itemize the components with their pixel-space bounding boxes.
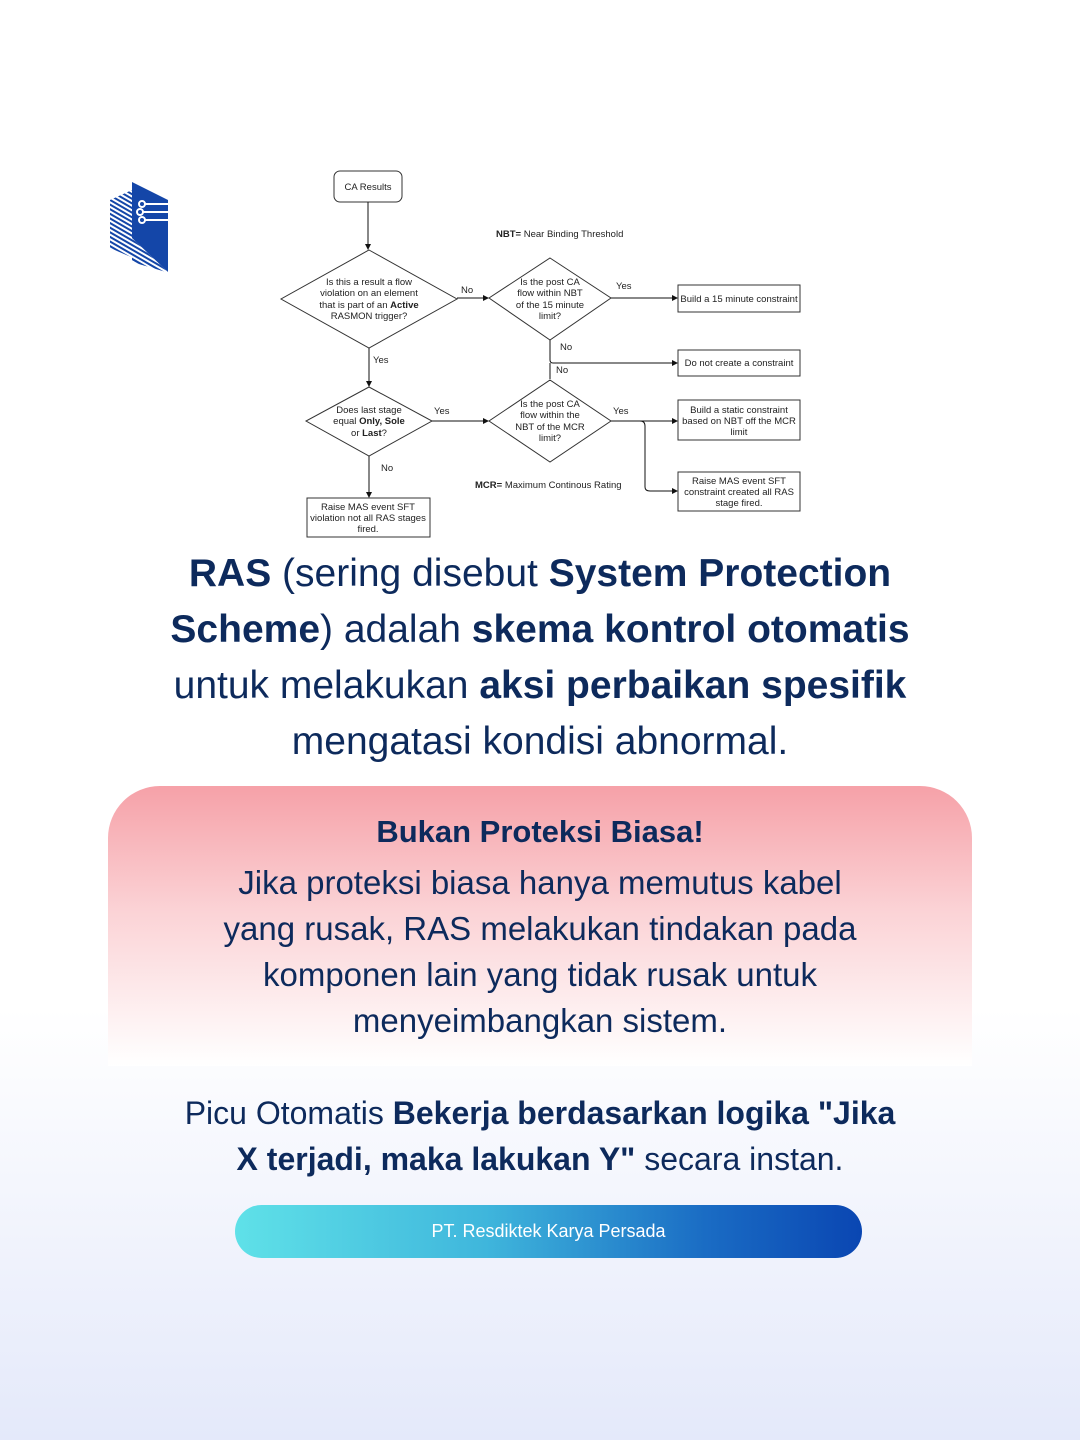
svg-text:limit: limit: [731, 427, 748, 438]
svg-text:RASMON trigger?: RASMON trigger?: [331, 311, 408, 322]
decision-rasmon: [279, 249, 459, 349]
ras-flowchart: CA Results NBT= Near Binding Threshold M…: [279, 170, 801, 538]
svg-text:or Last?: or Last?: [351, 428, 387, 439]
text-segment: (sering disebut: [271, 552, 549, 595]
connectors: [365, 202, 678, 498]
callout-body: Jika proteksi biasa hanya memutus kabel …: [0, 860, 1080, 1044]
svg-text:Is this a result a flow: Is this a result a flow: [326, 277, 412, 288]
svg-text:of the 15 minute: of the 15 minute: [516, 300, 584, 311]
callout-line: Jika proteksi biasa hanya memutus kabel: [238, 864, 842, 901]
bold-segment: X terjadi, maka lakukan Y": [236, 1141, 636, 1177]
svg-text:violation on an element: violation on an element: [320, 288, 418, 299]
svg-text:No: No: [381, 463, 393, 474]
svg-text:Yes: Yes: [613, 406, 629, 417]
svg-text:limit?: limit?: [539, 311, 561, 322]
svg-text:Yes: Yes: [373, 355, 389, 366]
svg-text:violation not all RAS stages: violation not all RAS stages: [310, 513, 426, 524]
svg-text:that is part of an Active: that is part of an Active: [319, 300, 418, 311]
text-segment: mengatasi kondisi abnormal.: [291, 720, 789, 763]
mcr-note: MCR= Maximum Continous Rating: [475, 480, 622, 491]
text-line: Picu Otomatis Bekerja berdasarkan logika…: [0, 1090, 1080, 1136]
box-raise-all: [677, 471, 801, 512]
box-15min-text: Build a 15 minute constraint: [680, 294, 798, 305]
svg-text:No: No: [461, 285, 473, 296]
start-label: CA Results: [345, 182, 392, 193]
svg-text:Yes: Yes: [616, 281, 632, 292]
svg-text:Is the post CA: Is the post CA: [520, 277, 580, 288]
svg-text:No: No: [560, 342, 572, 353]
bold-segment: RAS: [188, 552, 272, 595]
callout-line: menyeimbangkan sistem.: [352, 1002, 728, 1039]
svg-text:equal Only, Sole: equal Only, Sole: [333, 416, 405, 427]
box-no-constraint: [677, 349, 801, 377]
text-line: mengatasi kondisi abnormal.: [0, 714, 1080, 770]
text-segment: Picu Otomatis: [184, 1095, 393, 1131]
text-line: X terjadi, maka lakukan Y" secara instan…: [0, 1136, 1080, 1182]
svg-text:Does last stage: Does last stage: [336, 405, 401, 416]
svg-text:Build a static constraint: Build a static constraint: [690, 405, 788, 416]
decision-15min-text: Is the post CA flow within NBT of the 15…: [516, 277, 584, 322]
callout-title: Bukan Proteksi Biasa!: [376, 814, 704, 849]
bold-segment: System Protection: [548, 552, 892, 595]
box-static: [677, 399, 801, 441]
svg-text:flow within the: flow within the: [520, 410, 580, 421]
box-static-text: Build a static constraint based on NBT o…: [682, 405, 796, 438]
bold-segment: Bekerja berdasarkan logika "Jika: [392, 1095, 896, 1131]
decision-mcr-text: Is the post CA flow within the NBT of th…: [515, 399, 585, 444]
svg-text:Raise MAS event SFT: Raise MAS event SFT: [692, 476, 786, 487]
svg-text:Yes: Yes: [434, 406, 450, 417]
svg-text:No: No: [556, 365, 568, 376]
box-15min: [677, 284, 801, 313]
callout-line: komponen lain yang tidak rusak untuk: [262, 956, 817, 993]
text-line: untuk melakukan aksi perbaikan spesifik: [0, 658, 1080, 714]
svg-text:NBT of the MCR: NBT of the MCR: [515, 422, 585, 433]
text-segment: secara instan.: [635, 1141, 844, 1177]
company-logo: [110, 182, 168, 272]
nbt-note: NBT= Near Binding Threshold: [496, 229, 623, 240]
company-name-banner: PT. Resdiktek Karya Persada: [235, 1205, 862, 1258]
svg-text:based on NBT off the MCR: based on NBT off the MCR: [682, 416, 796, 427]
svg-text:flow within NBT: flow within NBT: [517, 288, 583, 299]
text-segment: untuk melakukan: [173, 664, 480, 707]
bold-segment: Scheme: [170, 608, 321, 651]
company-name: PT. Resdiktek Karya Persada: [431, 1221, 666, 1241]
bold-segment: aksi perbaikan spesifik: [479, 664, 907, 707]
callout-card: [108, 786, 972, 1066]
box-raise-all-text: Raise MAS event SFT constraint created a…: [684, 476, 794, 509]
svg-text:limit?: limit?: [539, 433, 561, 444]
ras-definition: RAS (sering disebut System Protection Sc…: [0, 546, 1080, 770]
svg-text:stage fired.: stage fired.: [716, 498, 763, 509]
decision-last-stage-text: Does last stage equal Only, Sole or Last…: [333, 405, 405, 439]
svg-text:Is the post CA: Is the post CA: [520, 399, 580, 410]
svg-text:constraint created all RAS: constraint created all RAS: [684, 487, 794, 498]
bold-segment: skema kontrol otomatis: [471, 608, 910, 651]
auto-trigger-note: Picu Otomatis Bekerja berdasarkan logika…: [0, 1090, 1080, 1182]
callout-line: yang rusak, RAS melakukan tindakan pada: [223, 910, 857, 947]
box-raise-not-all-text: Raise MAS event SFT violation not all RA…: [310, 502, 426, 535]
decision-rasmon-text: Is this a result a flow violation on an …: [319, 277, 418, 322]
box-no-constraint-text: Do not create a constraint: [685, 358, 794, 369]
decision-15min: [488, 257, 612, 341]
text-segment: ) adalah: [320, 608, 472, 651]
box-raise-not-all: [306, 497, 431, 538]
text-line: RAS (sering disebut System Protection: [0, 546, 1080, 602]
svg-text:fired.: fired.: [357, 524, 378, 535]
edge-labels: No Yes No No Yes Yes Yes No: [373, 281, 632, 474]
decision-mcr: [488, 379, 612, 463]
svg-text:Raise MAS event SFT: Raise MAS event SFT: [321, 502, 415, 513]
text-line: Scheme) adalah skema kontrol otomatis: [0, 602, 1080, 658]
